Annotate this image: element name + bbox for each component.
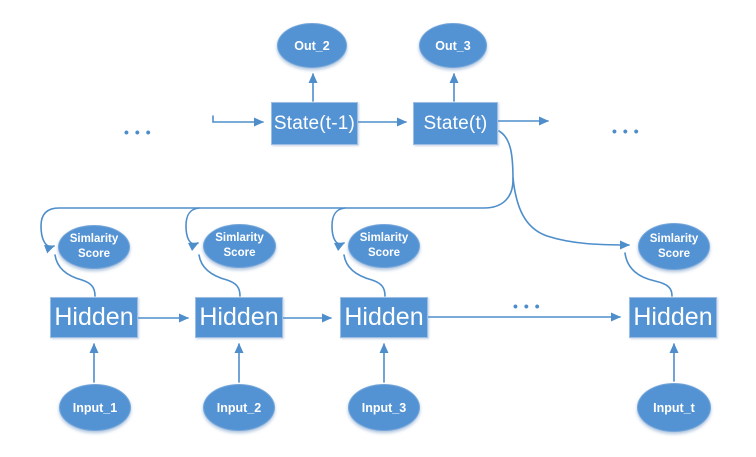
- input-3-node: Input_3: [348, 384, 420, 431]
- bus-branch-to-similarity3: [331, 207, 346, 252]
- similarity-label-line1: Simlarity: [359, 232, 409, 244]
- state-t-minus-1-box: State(t-1): [271, 102, 358, 145]
- out-2-node: Out_2: [277, 23, 347, 68]
- hidden3-to-similarity3: [343, 254, 386, 297]
- out-2-label: Out_2: [294, 38, 330, 53]
- similarity-label-line2: Score: [658, 247, 690, 260]
- input-1-label: Input_1: [72, 400, 118, 415]
- hidden-box-3: Hidden: [340, 297, 428, 338]
- hidden-label-1: Hidden: [54, 303, 134, 331]
- hidden-box-1: Hidden: [50, 297, 138, 338]
- hidden4-to-similarity4: [624, 252, 673, 297]
- input-t-label: Input_t: [653, 400, 695, 415]
- state-t-label: State(t): [423, 112, 488, 134]
- hidden2-to-similarity2: [198, 254, 241, 297]
- out-3-node: Out_3: [419, 23, 487, 68]
- input-3-label: Input_3: [361, 400, 407, 415]
- hidden-label-3: Hidden: [344, 303, 424, 331]
- hidden-box-4: Hidden: [629, 297, 717, 338]
- similarity-label-line1: Simlarity: [649, 232, 699, 245]
- state-t-box: State(t): [413, 102, 498, 145]
- state-t-to-similarity1-bus: [40, 130, 514, 254]
- similarity-label-line1: Simlarity: [215, 232, 264, 244]
- similarity-label-line2: Score: [223, 247, 256, 259]
- ellipsis-left: •••: [124, 124, 157, 140]
- similarity-label-line1: Simlarity: [69, 233, 119, 245]
- out-3-label: Out_3: [435, 38, 471, 53]
- input-t-node: Input_t: [637, 383, 711, 432]
- hidden-label-2: Hidden: [199, 303, 279, 331]
- similarity-score-node-1: Simlarity Score: [58, 225, 130, 269]
- state-t-minus-1-label: State(t-1): [273, 112, 356, 134]
- similarity-score-node-2: Simlarity Score: [203, 224, 276, 268]
- similarity-score-node-4: Simlarity Score: [638, 223, 710, 270]
- hidden-box-2: Hidden: [195, 297, 283, 338]
- similarity-score-node-3: Simlarity Score: [348, 224, 420, 268]
- hidden-label-4: Hidden: [633, 303, 713, 331]
- state-t-to-similarity4-branch: [512, 177, 630, 250]
- hidden1-to-similarity1: [54, 254, 96, 297]
- ellipsis-hidden-row: •••: [513, 298, 546, 314]
- similarity-label-line2: Score: [78, 248, 110, 260]
- ellipsis-right: •••: [612, 123, 645, 139]
- input-2-label: Input_2: [216, 400, 262, 415]
- arrow-into-state-t-minus-1: [212, 115, 264, 127]
- input-2-node: Input_2: [203, 384, 275, 431]
- input-1-node: Input_1: [59, 384, 131, 431]
- similarity-label-line2: Score: [368, 247, 400, 259]
- bus-branch-to-similarity2: [185, 207, 200, 252]
